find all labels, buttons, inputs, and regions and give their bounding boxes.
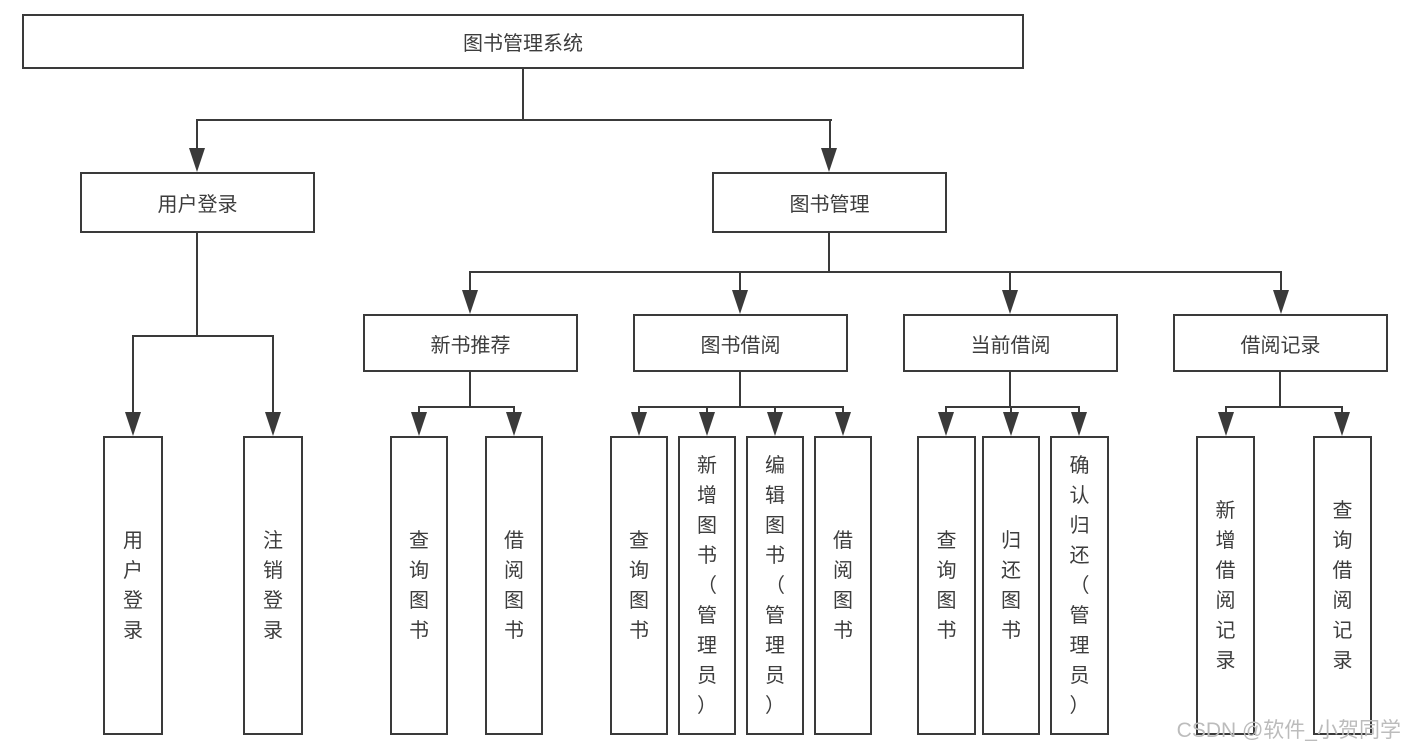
node-user-login-branch: 用户登录 xyxy=(80,172,315,233)
leaf-borrow-query-book-label: 查询图书 xyxy=(629,529,649,642)
leaf-record-query-label: 查询借阅记录 xyxy=(1332,499,1353,672)
connector-rec-trunk xyxy=(469,372,471,407)
leaf-current-confirm-return-admin: 确认归还（管理员） xyxy=(1050,436,1109,735)
connector-login-stem xyxy=(196,119,198,151)
leaf-rec-query-book-label: 查询图书 xyxy=(409,529,429,642)
connector-current-stem xyxy=(1009,271,1011,293)
arrowhead-down-icon xyxy=(462,290,478,314)
node-borrowing-records-label: 借阅记录 xyxy=(1240,334,1321,357)
arrowhead-down-icon xyxy=(938,412,954,436)
connector-current-rail xyxy=(945,406,1080,408)
arrowhead-down-icon xyxy=(411,412,427,436)
leaf-record-query: 查询借阅记录 xyxy=(1313,436,1372,735)
leaf-user-login-label: 用户登录 xyxy=(123,529,143,642)
leaf-logout-label: 注销登录 xyxy=(263,529,283,642)
node-book-management: 图书管理 xyxy=(712,172,947,233)
leaf-borrow-query-book: 查询图书 xyxy=(610,436,668,735)
connector-rec-leaf-stem xyxy=(513,406,515,416)
connector-record-trunk xyxy=(1279,372,1281,407)
leaf-current-confirm-return-admin-label: 确认归还（管理员） xyxy=(1069,454,1090,717)
node-current-borrowing-label: 当前借阅 xyxy=(970,334,1051,357)
node-new-book-recommend-label: 新书推荐 xyxy=(430,334,511,357)
node-root: 图书管理系统 xyxy=(22,14,1024,69)
leaf-rec-borrow-book: 借阅图书 xyxy=(485,436,543,735)
arrowhead-down-icon xyxy=(835,412,851,436)
leaf-current-query-book-label: 查询图书 xyxy=(936,529,957,642)
arrowhead-down-icon xyxy=(1273,290,1289,314)
connector-borrow-leaf-stem xyxy=(842,406,844,416)
connector-record-leaf-stem xyxy=(1341,406,1343,416)
connector-borrow-leaf-stem xyxy=(706,406,708,416)
connector-mgmt-trunk xyxy=(828,232,830,272)
arrowhead-down-icon xyxy=(699,412,715,436)
leaf-current-return-book: 归还图书 xyxy=(982,436,1040,735)
arrowhead-down-icon xyxy=(821,148,837,172)
arrowhead-down-icon xyxy=(767,412,783,436)
node-book-borrowing-label: 图书借阅 xyxy=(700,334,781,357)
connector-current-trunk xyxy=(1009,372,1011,407)
connector-current-leaf-stem xyxy=(1010,406,1012,416)
leaf-rec-borrow-book-label: 借阅图书 xyxy=(504,529,524,642)
connector-level2-rail xyxy=(469,271,1282,273)
connector-borrow-stem xyxy=(739,271,741,293)
node-book-borrowing: 图书借阅 xyxy=(633,314,848,372)
leaf-rec-query-book: 查询图书 xyxy=(390,436,448,735)
arrowhead-down-icon xyxy=(265,412,281,436)
connector-borrow-leaf-stem xyxy=(774,406,776,416)
leaf-borrow-add-book-admin-label: 新增图书（管理员） xyxy=(697,454,717,717)
arrowhead-down-icon xyxy=(732,290,748,314)
arrowhead-down-icon xyxy=(1003,412,1019,436)
connector-borrow-rail xyxy=(638,406,844,408)
leaf-logout: 注销登录 xyxy=(243,436,303,735)
leaf-borrow-borrow-book-label: 借阅图书 xyxy=(833,529,853,642)
node-root-label: 图书管理系统 xyxy=(463,33,583,55)
leaf-borrow-edit-book-admin-label: 编辑图书（管理员） xyxy=(765,454,785,717)
node-new-book-recommend: 新书推荐 xyxy=(363,314,578,372)
leaf-user-login: 用户登录 xyxy=(103,436,163,735)
arrowhead-down-icon xyxy=(631,412,647,436)
connector-mgmt-stem xyxy=(829,119,831,151)
connector-borrow-leaf-stem xyxy=(638,406,640,416)
leaf-borrow-add-book-admin: 新增图书（管理员） xyxy=(678,436,736,735)
connector-root-trunk xyxy=(522,68,524,120)
connector-record-rail xyxy=(1225,406,1343,408)
connector-record-stem xyxy=(1280,271,1282,293)
connector-current-leaf-stem xyxy=(945,406,947,416)
leaf-borrow-edit-book-admin: 编辑图书（管理员） xyxy=(746,436,804,735)
watermark: CSDN @软件_小贺同学 xyxy=(1176,719,1401,742)
connector-login-trunk xyxy=(196,232,198,336)
node-borrowing-records: 借阅记录 xyxy=(1173,314,1388,372)
connector-level1-rail xyxy=(197,119,832,121)
arrowhead-down-icon xyxy=(125,412,141,436)
leaf-current-return-book-label: 归还图书 xyxy=(1001,529,1021,642)
arrowhead-down-icon xyxy=(1334,412,1350,436)
arrowhead-down-icon xyxy=(506,412,522,436)
node-book-management-label: 图书管理 xyxy=(789,194,870,216)
node-user-login-branch-label: 用户登录 xyxy=(157,194,238,216)
node-current-borrowing: 当前借阅 xyxy=(903,314,1118,372)
leaf-current-query-book: 查询图书 xyxy=(917,436,976,735)
connector-rec-leaf-stem xyxy=(418,406,420,416)
arrowhead-down-icon xyxy=(189,148,205,172)
arrowhead-down-icon xyxy=(1002,290,1018,314)
leaf-borrow-borrow-book: 借阅图书 xyxy=(814,436,872,735)
connector-record-leaf-stem xyxy=(1225,406,1227,416)
connector-logout-stem xyxy=(272,335,274,415)
connector-borrow-trunk xyxy=(739,372,741,407)
leaf-record-add: 新增借阅记录 xyxy=(1196,436,1255,735)
arrowhead-down-icon xyxy=(1071,412,1087,436)
connector-user-login-stem xyxy=(132,335,134,415)
connector-current-leaf-stem xyxy=(1078,406,1080,416)
connector-rec-stem xyxy=(469,271,471,293)
connector-rec-rail xyxy=(418,406,515,408)
connector-login-rail xyxy=(132,335,274,337)
arrowhead-down-icon xyxy=(1218,412,1234,436)
leaf-record-add-label: 新增借阅记录 xyxy=(1215,499,1236,672)
